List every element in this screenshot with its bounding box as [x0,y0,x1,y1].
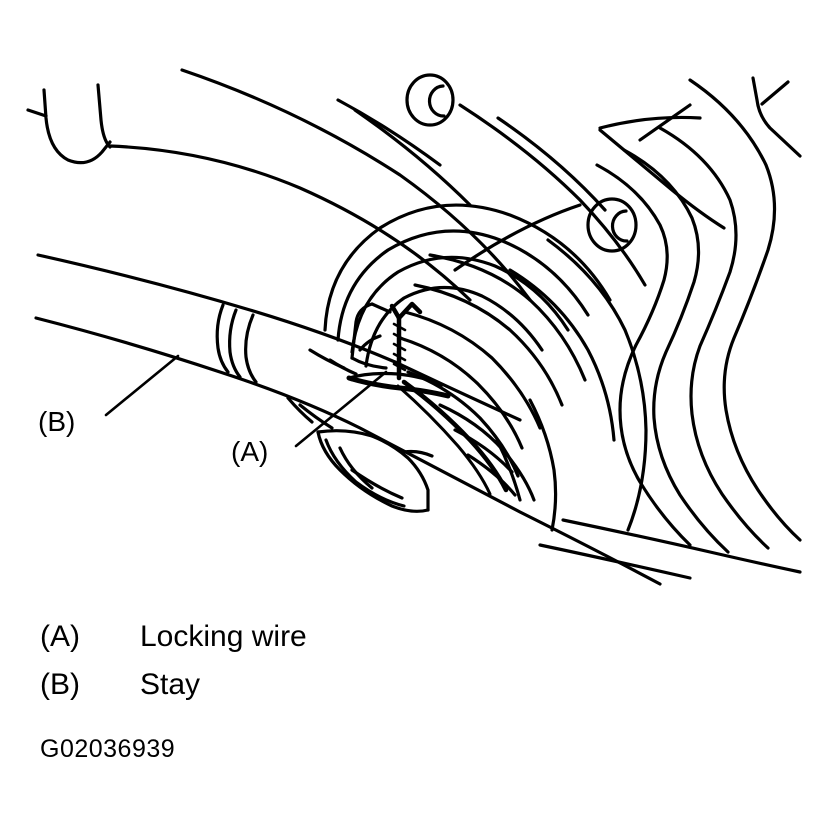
figure-id-label: G02036939 [40,735,176,763]
callout-label-b: (B) [38,406,76,437]
stay-bar [34,253,662,586]
legend-label-a: Locking wire [140,620,307,653]
technical-illustration [26,68,802,586]
callout-label-a: (A) [231,436,269,467]
leader-line-a [294,370,388,448]
legend-row: (A) Locking wire [40,620,540,668]
legend-row: (B) Stay [40,668,540,716]
top-right-branch-line [598,76,802,230]
locking-wire [389,301,423,381]
legend-key-a: (A) [40,620,80,653]
legend: (A) Locking wire (B) Stay [40,620,540,716]
stay-ring-bands [215,303,258,384]
fastener-hole-lower [586,197,638,253]
leader-line-b [104,354,180,417]
legend-label-b: Stay [140,668,201,701]
upper-body-contours [108,68,647,302]
upper-left-hook [26,83,112,165]
lower-bracket-tab [316,429,434,513]
boot-base-shadow [308,348,509,496]
fastener-hole-upper [405,73,455,127]
left-lower-edges [286,396,334,430]
legend-key-b: (B) [40,668,80,701]
right-flange-contours [538,78,802,580]
